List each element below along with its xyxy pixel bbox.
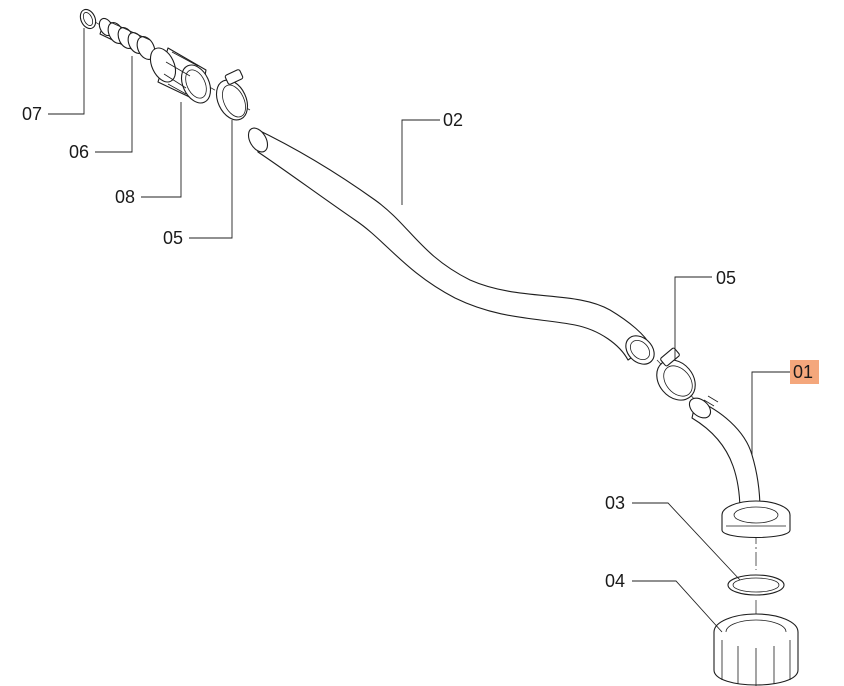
callout-05-upper[interactable]: 05 bbox=[163, 228, 183, 248]
part-01-elbow-fitting[interactable] bbox=[686, 394, 791, 539]
part-04-ring-nut[interactable] bbox=[713, 613, 799, 686]
part-06-hose-barb[interactable] bbox=[97, 16, 159, 62]
part-05-hose-clamp-upper[interactable] bbox=[210, 69, 253, 125]
callout-01-highlight bbox=[790, 360, 819, 384]
callout-02[interactable]: 02 bbox=[443, 110, 463, 130]
callout-07[interactable]: 07 bbox=[22, 104, 42, 124]
callout-01[interactable]: 01 bbox=[793, 362, 813, 382]
part-07-o-ring[interactable] bbox=[77, 7, 98, 31]
callout-06[interactable]: 06 bbox=[69, 142, 89, 162]
part-03-o-ring[interactable] bbox=[727, 574, 785, 596]
callout-05-lower[interactable]: 05 bbox=[716, 268, 736, 288]
callout-04[interactable]: 04 bbox=[605, 571, 625, 591]
callout-08[interactable]: 08 bbox=[115, 187, 135, 207]
part-08-knurled-nut[interactable] bbox=[145, 44, 216, 108]
part-02-hose[interactable] bbox=[245, 125, 660, 370]
leader-lines bbox=[48, 28, 792, 633]
callout-03[interactable]: 03 bbox=[605, 493, 625, 513]
assembly-axis-lines bbox=[87, 17, 757, 630]
